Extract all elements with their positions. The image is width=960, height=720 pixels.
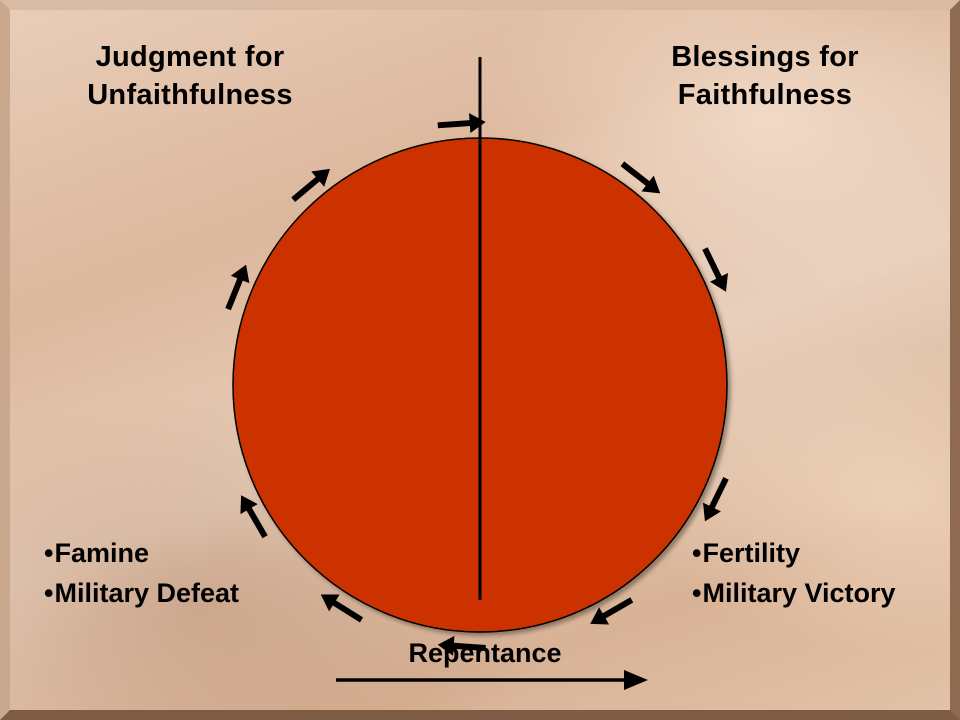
list-item: Famine [44, 533, 239, 573]
judgment-heading-line1: Judgment for [95, 41, 285, 73]
cycle-arrow [702, 247, 728, 292]
blessings-heading: Blessings for Faithfulness [615, 38, 915, 114]
blessings-list: Fertility Military Victory [692, 533, 896, 613]
repentance-arrow [336, 670, 648, 690]
cycle-arrows [225, 113, 729, 656]
list-item: Military Defeat [44, 573, 239, 613]
cycle-arrow [291, 168, 330, 203]
blessings-heading-line1: Blessings for [671, 41, 859, 73]
cycle-arrow [702, 476, 729, 522]
judgment-heading-line2: Unfaithfulness [87, 79, 293, 111]
cycle-arrow [437, 113, 486, 134]
blessings-heading-line2: Faithfulness [677, 79, 853, 111]
cycle-arrow [437, 635, 486, 656]
cycle-arrow [620, 161, 661, 194]
cycle-arrow [240, 495, 268, 539]
judgment-heading: Judgment for Unfaithfulness [40, 38, 340, 114]
cycle-arrow [320, 594, 364, 623]
judgment-list: Famine Military Defeat [44, 533, 239, 613]
cycle-arrow [590, 597, 634, 625]
cycle-arrow [225, 264, 250, 311]
list-item: Military Victory [692, 573, 895, 613]
list-item: Fertility [692, 533, 896, 573]
repentance-label: Repentance [408, 638, 562, 668]
